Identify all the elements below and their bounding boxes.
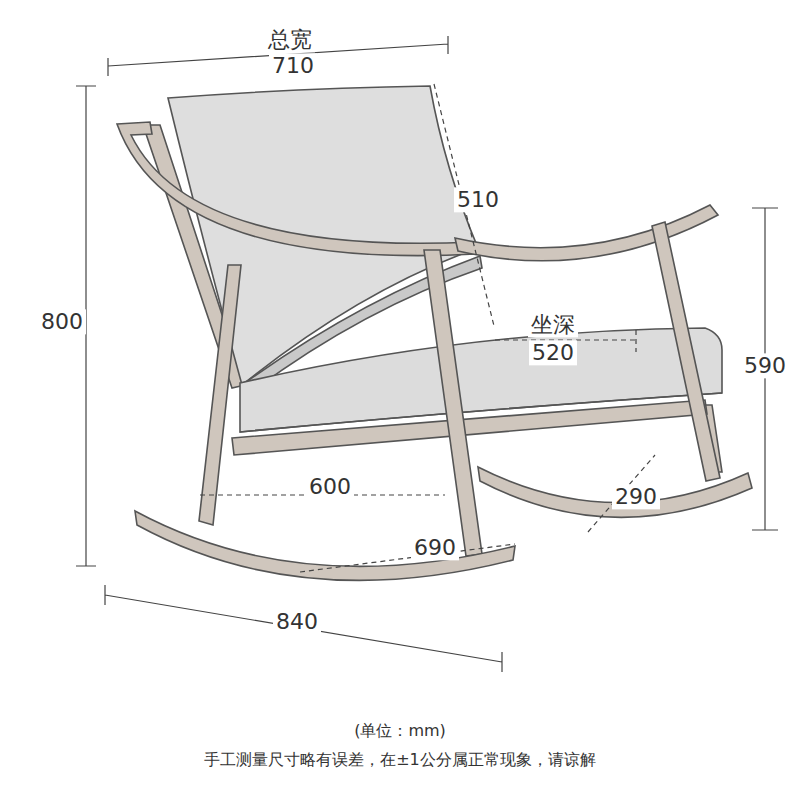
dimension-value: 590: [741, 353, 789, 378]
chair: [117, 86, 752, 580]
rear-leg: [199, 265, 241, 525]
rocker: [478, 467, 752, 517]
dimension-value: 600: [306, 474, 354, 499]
dimension-name: 坐深: [528, 312, 578, 337]
dimension-value: 690: [411, 535, 459, 560]
front-leg: [424, 250, 482, 556]
arm: [455, 205, 718, 261]
disclaimer-note: 手工测量尺寸略有误差，在±1公分属正常现象，请谅解: [201, 751, 599, 769]
dimension-value: 510: [454, 187, 502, 212]
rocker: [135, 511, 515, 580]
dimension-value: 840: [273, 609, 321, 634]
dimension-value: 710: [269, 53, 317, 78]
dimension-lines: [76, 36, 778, 672]
dimension-value: 290: [612, 484, 660, 509]
dimension-value: 800: [38, 309, 86, 334]
dimension-line: [300, 544, 515, 572]
front-leg: [652, 222, 720, 481]
dimension-line: [105, 585, 502, 672]
dimension-value: 520: [529, 340, 577, 365]
unit-note: (单位：mm): [351, 722, 449, 740]
seat-edge: [240, 393, 722, 432]
seat-cushion: [240, 328, 722, 432]
arm: [117, 122, 476, 256]
dimension-name: 总宽: [265, 27, 315, 52]
